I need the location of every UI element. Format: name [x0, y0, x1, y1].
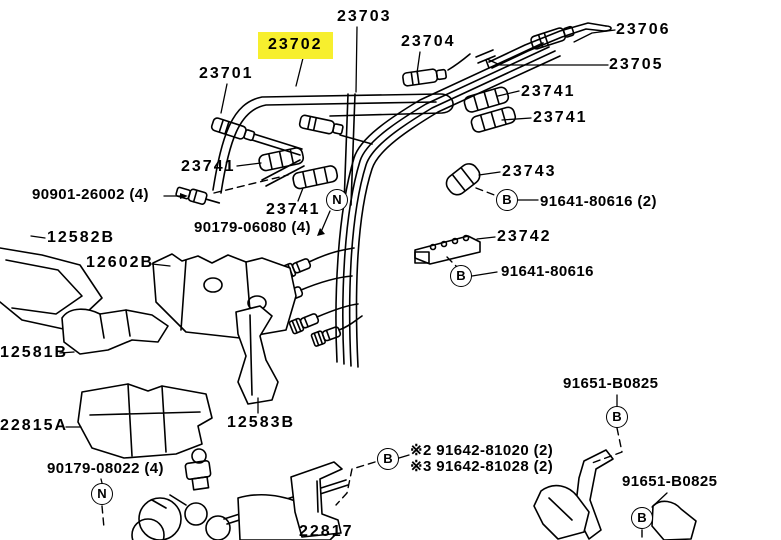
part-label-23703[interactable]: 23703: [337, 8, 392, 25]
part-label-22815A[interactable]: 22815A: [0, 417, 69, 434]
part-label-23701[interactable]: 23701: [199, 65, 254, 82]
part-label-23704[interactable]: 23704: [401, 33, 456, 50]
part-label-23743[interactable]: 23743: [502, 163, 557, 180]
bracket-12583B: [235, 305, 279, 405]
connector-23704: [401, 53, 471, 88]
part-label-12583B[interactable]: 12583B: [227, 414, 296, 431]
ref-symbol-b-2: B: [450, 265, 472, 287]
part-label-23741-c[interactable]: 23741: [181, 158, 236, 175]
ref-symbol-b-4: B: [377, 448, 399, 470]
bracket-22817: [290, 461, 343, 538]
leader-lines: [30, 26, 668, 508]
ref-symbol-b-6: B: [631, 507, 653, 529]
part-label-22817[interactable]: 22817: [299, 523, 354, 540]
ref-symbol-b-5: B: [606, 406, 628, 428]
part-label-91642-81020[interactable]: ※2 91642-81020 (2): [410, 442, 554, 459]
part-label-90179-08022[interactable]: 90179-08022 (4): [47, 460, 164, 477]
part-label-90901-26002[interactable]: 90901-26002 (4): [32, 186, 149, 203]
ref-symbol-n-0: N: [326, 189, 348, 211]
part-label-23742[interactable]: 23742: [497, 228, 552, 245]
part-label-23706[interactable]: 23706: [616, 21, 671, 38]
brackets-bottom-right: [533, 449, 697, 540]
assembly-23705-23706: [475, 22, 612, 69]
part-label-23702[interactable]: 23702: [258, 32, 333, 59]
dashed-reference-lines: [101, 174, 643, 540]
part-label-12581B[interactable]: 12581B: [0, 344, 69, 361]
part-label-12602B[interactable]: 12602B: [86, 254, 155, 271]
cover-12581B: [61, 308, 169, 355]
part-label-90179-06080[interactable]: 90179-06080 (4): [194, 219, 311, 236]
clamp-23742: [414, 234, 481, 265]
pipe-23703: [343, 93, 356, 206]
part-label-23741-a[interactable]: 23741: [521, 83, 576, 100]
part-label-23705[interactable]: 23705: [609, 56, 664, 73]
ref-symbol-n-3: N: [91, 483, 113, 505]
insulator-22815A: [77, 383, 213, 459]
part-label-91641-80616[interactable]: 91641-80616: [501, 263, 594, 280]
part-label-91651-B0825-a[interactable]: 91651-B0825: [563, 375, 659, 392]
connector-inner: [298, 113, 373, 145]
part-label-12582B[interactable]: 12582B: [47, 229, 116, 246]
ref-symbol-b-1: B: [496, 189, 518, 211]
part-label-91641-80616-2[interactable]: 91641-80616 (2): [540, 193, 657, 210]
connector-23701: [209, 116, 303, 156]
part-label-91642-81028[interactable]: ※3 91642-81028 (2): [410, 458, 554, 475]
injection-pipe-bundle: [335, 42, 561, 368]
clamp-23743: [445, 163, 481, 196]
part-label-23741-d[interactable]: 23741: [266, 201, 321, 218]
part-label-91651-B0825-b[interactable]: 91651-B0825: [622, 473, 718, 490]
pipe-fittings: [272, 247, 363, 348]
part-label-23741-b[interactable]: 23741: [533, 109, 588, 126]
